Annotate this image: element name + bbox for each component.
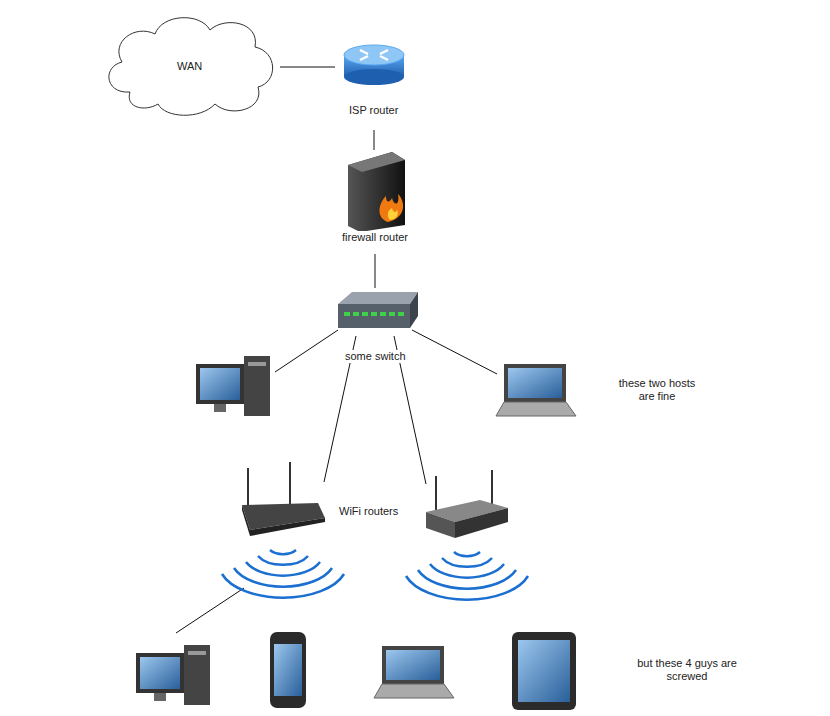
router-icon	[344, 45, 404, 85]
note-label: WiFi routers	[337, 505, 400, 518]
device-node: firewall router	[330, 150, 420, 254]
laptop-icon	[496, 364, 576, 416]
wifi-router-right	[426, 470, 508, 538]
connector	[375, 254, 376, 288]
device-node: some switch	[330, 288, 420, 372]
wifi-router-left	[242, 462, 325, 536]
node-label: WAN	[175, 60, 204, 73]
cloud-node: WAN	[100, 12, 280, 120]
desktop-icon	[136, 645, 210, 705]
device-node: ISP router	[335, 38, 413, 130]
firewall-icon	[348, 152, 405, 232]
switch-icon	[338, 292, 418, 328]
node-label: ISP router	[347, 104, 400, 117]
desktop-icon	[196, 356, 270, 416]
node-label: some switch	[343, 350, 408, 363]
phone-icon	[270, 632, 306, 708]
tablet-icon	[512, 632, 576, 710]
note-label: these two hosts are fine	[610, 377, 704, 403]
wifi-waves	[222, 550, 528, 600]
connector	[280, 67, 335, 68]
connector	[374, 130, 375, 150]
laptop-icon	[374, 646, 454, 698]
note-label: but these 4 guys are screwed	[630, 657, 744, 683]
node-label: firewall router	[340, 231, 410, 244]
